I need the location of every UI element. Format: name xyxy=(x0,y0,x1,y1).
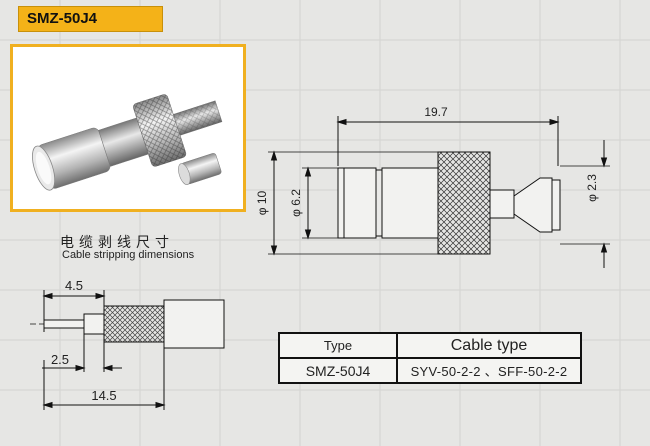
cable-type-header: Cable type xyxy=(396,332,582,359)
strip-dim-d2-label: 2.5 xyxy=(51,352,69,367)
dim-pin-dia-label: φ 2.3 xyxy=(585,174,599,202)
type-header: Type xyxy=(278,332,398,359)
dim-length-label: 19.7 xyxy=(424,105,448,119)
stripping-drawing xyxy=(30,290,225,410)
strip-dim-d1-label: 4.5 xyxy=(65,278,83,293)
dim-body-dia-label: φ 6.2 xyxy=(289,189,303,217)
dim-outer-dia-label: φ 10 xyxy=(255,190,269,215)
connector-photo-image xyxy=(32,94,223,191)
strip-dim-d3-label: 14.5 xyxy=(91,388,116,403)
product-photo xyxy=(10,44,246,212)
spec-table: Type Cable type SMZ-50J4 SYV-50-2-2 、SFF… xyxy=(278,332,582,384)
cable-type-cell: SYV-50-2-2 、SFF-50-2-2 xyxy=(396,357,582,384)
model-title: SMZ-50J4 xyxy=(27,10,98,27)
connector-side-view xyxy=(268,116,610,268)
type-cell: SMZ-50J4 xyxy=(278,357,398,384)
stripping-title-cn: 电缆剥线尺寸 xyxy=(60,235,174,251)
spec-table-row: SMZ-50J4 SYV-50-2-2 、SFF-50-2-2 xyxy=(278,357,582,384)
spec-table-header-row: Type Cable type xyxy=(278,332,582,359)
model-badge: SMZ-50J4 xyxy=(18,6,163,32)
stripping-title-en: Cable stripping dimensions xyxy=(62,249,195,261)
